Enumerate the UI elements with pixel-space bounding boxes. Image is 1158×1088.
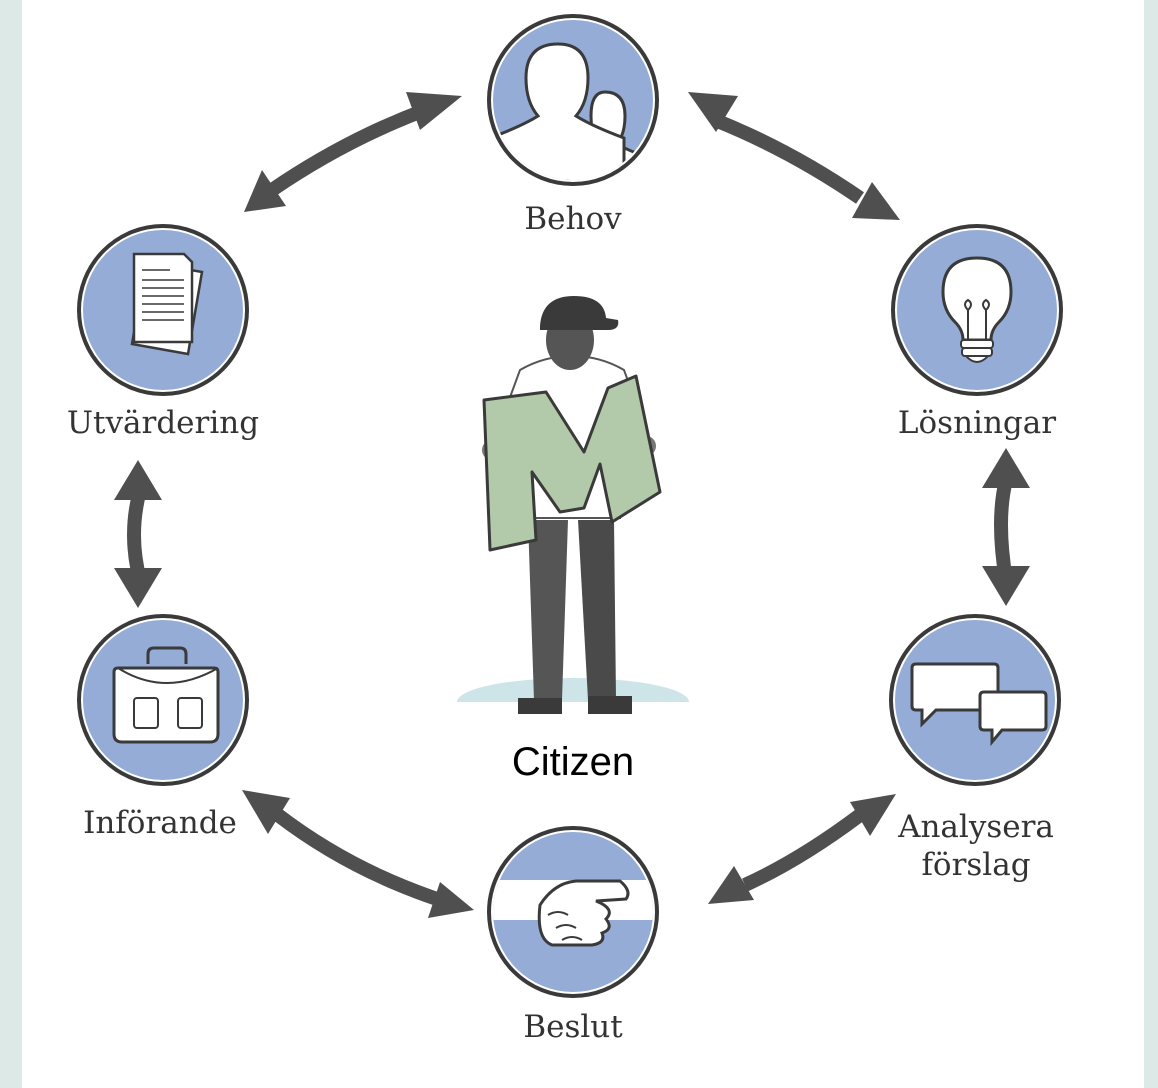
- label-beslut: Beslut: [523, 1009, 623, 1045]
- node-analysera: [889, 614, 1061, 786]
- arrow-behov-losningar: [688, 92, 900, 220]
- node-losningar: [891, 224, 1063, 396]
- arrow-utvardering-inforande: [114, 460, 162, 608]
- arrow-analysera-beslut: [708, 794, 896, 904]
- node-utvardering: [77, 224, 249, 396]
- frame-right-border: [1144, 0, 1158, 1088]
- lightbulb-icon: [941, 256, 1013, 363]
- node-inforande: [77, 614, 249, 786]
- label-inforande: Införande: [83, 805, 237, 841]
- speech-bubbles-icon: [910, 662, 1048, 747]
- briefcase-icon: [112, 646, 220, 744]
- citizen-figure: [456, 296, 690, 726]
- documents-icon: [130, 252, 204, 356]
- label-analysera-line1: Analysera: [898, 809, 1054, 845]
- arrow-utvardering-behov: [244, 92, 462, 212]
- label-utvardering: Utvärdering: [66, 405, 260, 441]
- frame-left-border: [0, 0, 22, 1088]
- arrow-losningar-analysera: [982, 448, 1030, 606]
- node-behov: [487, 14, 659, 186]
- label-losningar: Lösningar: [897, 405, 1057, 441]
- node-beslut: [487, 826, 659, 998]
- arrow-inforande-beslut: [242, 790, 474, 918]
- label-behov: Behov: [524, 201, 622, 237]
- center-label-citizen: Citizen: [511, 740, 635, 784]
- handshake-icon: [493, 879, 653, 947]
- label-analysera-line2: förslag: [921, 847, 1031, 883]
- letter-m-sign: [482, 374, 662, 552]
